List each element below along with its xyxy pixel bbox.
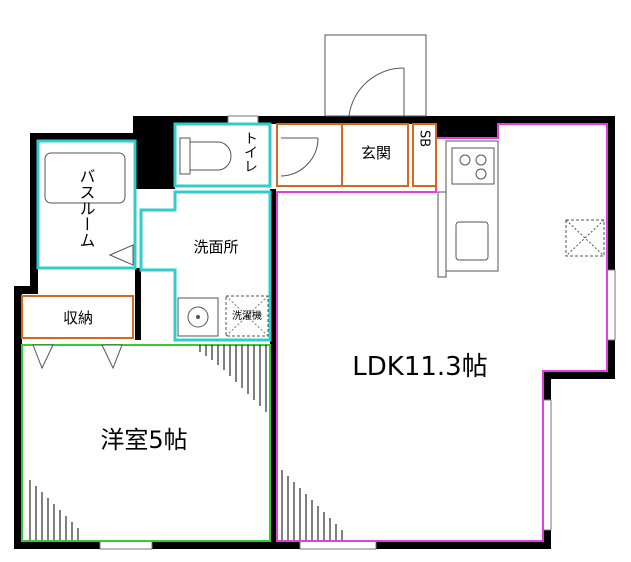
wall-entry-block: [426, 124, 498, 138]
washer-cross-2: [225, 295, 269, 337]
bathtub: [44, 152, 126, 204]
wall-core-block: [135, 124, 175, 189]
shoebox-outline: [412, 123, 437, 187]
wall-kitchen-column: [270, 189, 276, 541]
door-hatching: [29, 345, 343, 540]
bath-outline: [36, 139, 137, 270]
storage: 収納: [21, 295, 134, 370]
kitchen: [437, 140, 605, 278]
ldk-room: LDK11.3帖: [276, 123, 608, 542]
entrance-label: 玄関: [361, 144, 391, 162]
bathroom: バスルーム: [36, 139, 137, 270]
western-label: 洋室5帖: [100, 426, 187, 454]
fridge-cross-2: [565, 219, 605, 257]
toilet-room: トイレ: [173, 122, 272, 188]
toilet-bowl-icon: [189, 141, 232, 171]
genkan-outline: [341, 123, 409, 187]
porch-outline: [324, 34, 427, 117]
porch: [324, 34, 427, 117]
stove-top: [451, 147, 495, 185]
window-bottom-western: [99, 540, 153, 550]
kitchen-sink: [455, 221, 489, 261]
storage-outline: [21, 295, 134, 339]
window-right-lower: [542, 399, 552, 531]
toilet-tank: [179, 137, 191, 175]
washroom: 洗面所 洗濯機: [139, 190, 272, 342]
shoebox-label: SB: [417, 130, 432, 147]
kitchen-wall: [437, 191, 447, 278]
burner-1-icon: [459, 154, 471, 166]
entrance: 玄関 SB: [276, 123, 437, 187]
hall-door-arc: [280, 137, 319, 177]
fridge-cross-1: [565, 219, 605, 257]
ldk-label: LDK11.3帖: [352, 352, 487, 382]
burner-2-icon: [475, 154, 487, 166]
hall-outline: [276, 123, 343, 187]
storage-label: 収納: [63, 309, 93, 327]
storage-door-right: [101, 344, 123, 370]
western-room: 洋室5帖: [21, 344, 271, 542]
washroom-label: 洗面所: [193, 238, 238, 256]
walls: [14, 116, 615, 549]
porch-door-arc: [348, 67, 405, 117]
western-outline: [21, 344, 271, 542]
window-bottom-ldk: [299, 540, 377, 550]
washbasin-bowl-icon: [187, 306, 209, 328]
bath-door: [108, 244, 134, 266]
window-right-upper: [606, 269, 616, 341]
washer-label: 洗濯機: [232, 309, 262, 322]
bath-label: バスルーム: [77, 168, 96, 248]
wall-mid-block: [135, 268, 141, 340]
washbasin-drain-icon: [196, 315, 200, 319]
storage-door-left: [32, 344, 54, 370]
burner-3-icon: [475, 168, 487, 180]
toilet-label: トイレ: [242, 131, 258, 173]
